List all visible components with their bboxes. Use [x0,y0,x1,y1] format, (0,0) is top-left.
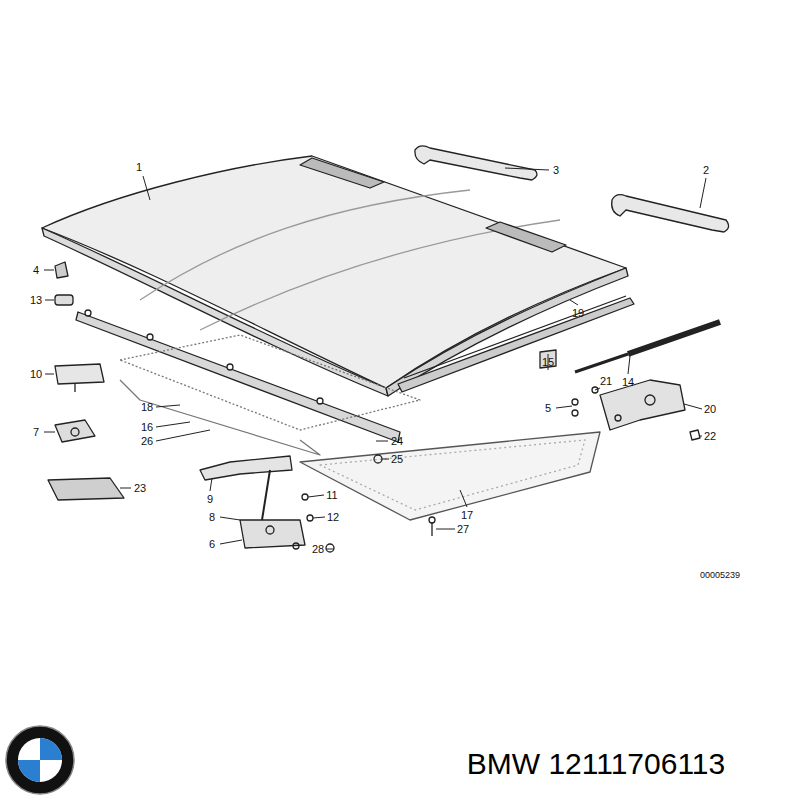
callout-number: 20 [704,403,716,415]
brand-logo [6,726,74,794]
drawing-id: 00005239 [700,571,740,581]
callout-number: 15 [542,356,554,368]
callout-number: 23 [134,482,146,494]
callout-number: 3 [553,164,559,176]
callout-number: 10 [30,368,42,380]
callout-number: 6 [209,538,215,550]
callout-number: 25 [391,453,403,465]
callout-number: 16 [141,421,153,433]
callout-number: 12 [327,511,339,523]
callout-number: 11 [326,489,337,501]
part-number: BMW 12111706113 [467,747,726,780]
callout-number: 24 [391,435,403,447]
callout-number: 28 [312,543,324,555]
callout-number: 22 [704,430,716,442]
callout-number: 26 [141,435,153,447]
callout-number: 14 [622,376,634,388]
callout-number: 2 [703,164,709,176]
callout-number: 18 [141,401,153,413]
callout-number: 13 [30,294,42,306]
callout-number: 17 [461,509,473,521]
callout-number: 9 [207,493,213,505]
callout-number: 8 [209,511,215,523]
callout-number: 7 [33,426,39,438]
callout-number: 1 [136,161,142,173]
callout-number: 5 [545,402,551,414]
callout-number: 19 [572,307,584,319]
callout-number: 27 [457,523,469,535]
callout-number: 21 [600,375,612,387]
callout-number: 4 [33,264,39,276]
